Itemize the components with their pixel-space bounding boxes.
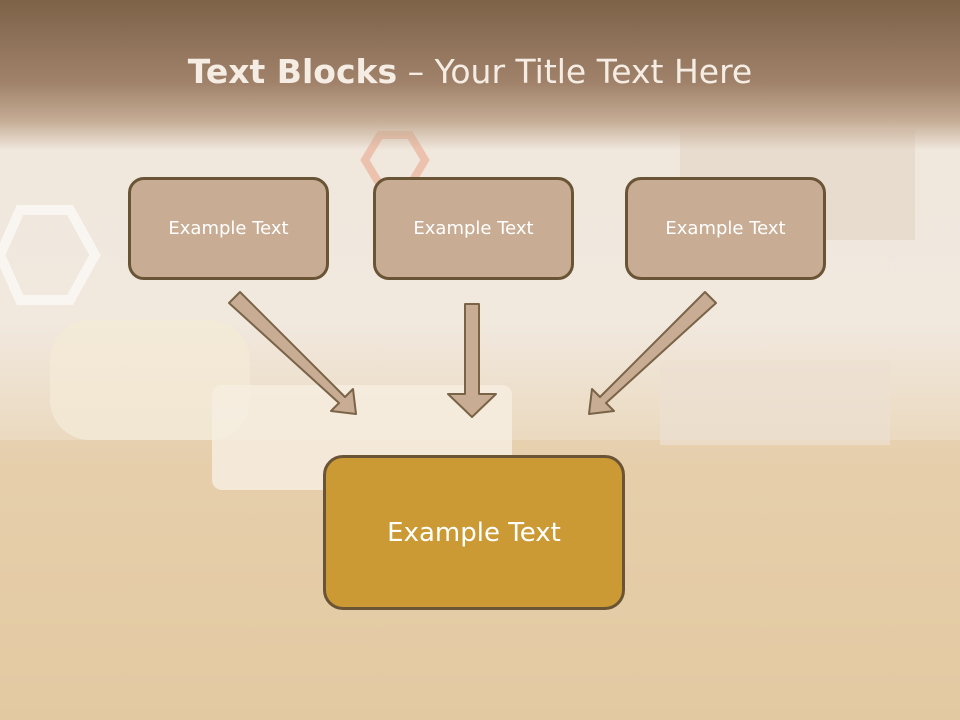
title-band — [0, 0, 960, 150]
main-text-block-label: Example Text — [387, 517, 561, 548]
text-block-1-label: Example Text — [168, 218, 289, 239]
arrow-left-icon — [228, 291, 357, 415]
media-stand-shape — [660, 360, 890, 445]
title-rest: Your Title Text Here — [434, 52, 753, 91]
text-block-1[interactable]: Example Text — [128, 177, 329, 280]
arrow-middle-icon — [447, 303, 497, 418]
hexagon-decor — [0, 205, 101, 305]
arrow-right-icon — [588, 291, 717, 415]
sofa-shape — [50, 320, 250, 440]
slide-title: Text Blocks – Your Title Text Here — [0, 52, 940, 91]
text-block-2-label: Example Text — [413, 218, 534, 239]
title-dash: – — [397, 52, 435, 91]
text-block-3[interactable]: Example Text — [625, 177, 826, 280]
text-block-3-label: Example Text — [665, 218, 786, 239]
text-block-2[interactable]: Example Text — [373, 177, 574, 280]
title-bold-part: Text Blocks — [187, 52, 398, 91]
main-text-block[interactable]: Example Text — [323, 455, 625, 610]
